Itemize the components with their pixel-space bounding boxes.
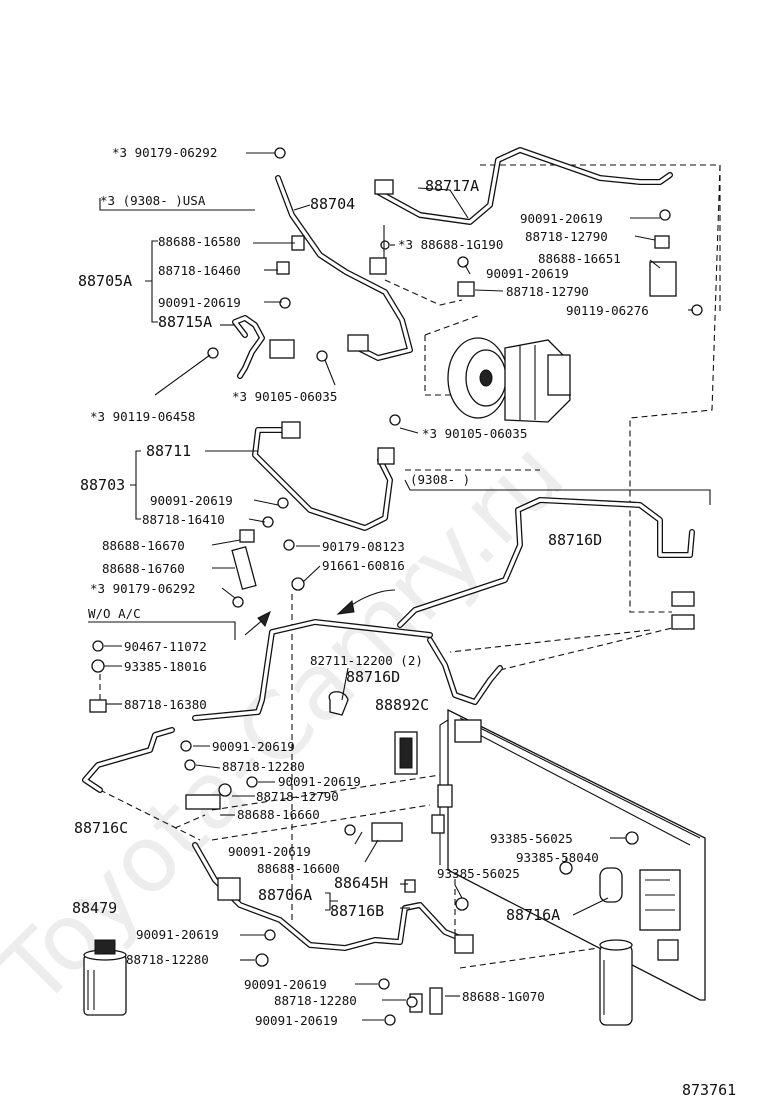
part-88704: 88704 bbox=[310, 195, 355, 213]
part-88706a: 88706A bbox=[258, 886, 312, 904]
callout-39: 88688-1G070 bbox=[462, 989, 545, 1004]
fitting-block bbox=[599, 867, 623, 903]
pipes bbox=[82, 147, 695, 951]
pressure-switch-88645h bbox=[404, 879, 416, 893]
callout-40: 90091-20619 bbox=[255, 1013, 338, 1028]
wo-ac-note: W/O A/C bbox=[88, 606, 141, 621]
callout-4: 90091-20619 bbox=[158, 295, 241, 310]
label-brackets bbox=[88, 198, 711, 911]
usa-range-note: *3 (9308- )USA bbox=[100, 193, 206, 208]
callout-21: *3 90179-06292 bbox=[90, 581, 195, 596]
watermark-text: Toyota-Camry.ru bbox=[0, 421, 584, 1026]
receiver-dryer-88479 bbox=[83, 939, 127, 1016]
fitting-block bbox=[671, 591, 695, 607]
part-88479: 88479 bbox=[72, 899, 117, 917]
callout-31: 88688-16600 bbox=[257, 861, 340, 876]
part-88705a: 88705A bbox=[78, 272, 132, 290]
part-88717a: 88717A bbox=[425, 177, 479, 195]
callout-27: 90091-20619 bbox=[278, 774, 361, 789]
callout-2: 88688-16580 bbox=[158, 234, 241, 249]
fitting-block bbox=[654, 235, 670, 249]
callout-32: 93385-56025 bbox=[490, 831, 573, 846]
callout-10: 90091-20619 bbox=[520, 211, 603, 226]
callout-7: *3 88688-1G190 bbox=[398, 237, 503, 252]
callout-36: 88718-12280 bbox=[126, 952, 209, 967]
range-9308-note: (9308- ) bbox=[410, 472, 470, 487]
part-88715a: 88715A bbox=[158, 313, 212, 331]
callout-23: 93385-18016 bbox=[124, 659, 207, 674]
bracket-88688-1g190 bbox=[369, 257, 387, 275]
fitting-block bbox=[671, 614, 695, 630]
part-88892c: 88892C bbox=[375, 696, 429, 714]
fitting-block bbox=[457, 281, 475, 297]
callout-14: *3 90105-06035 bbox=[422, 426, 527, 441]
callout-1: *3 90179-06292 bbox=[112, 145, 217, 160]
bracket-88688-16651 bbox=[649, 261, 677, 297]
callout-16: 88718-16410 bbox=[142, 512, 225, 527]
fitting-88718-16380 bbox=[89, 699, 107, 713]
bracket-88688-16670 bbox=[239, 529, 255, 543]
bracket-88688-16600 bbox=[371, 822, 403, 842]
part-88716d-upper: 88716D bbox=[548, 531, 602, 549]
callout-5: *3 90119-06458 bbox=[90, 409, 195, 424]
fitting-block bbox=[276, 261, 290, 275]
part-88711: 88711 bbox=[146, 442, 191, 460]
part-88716d-lower: 88716D bbox=[346, 668, 400, 686]
part-82711-12200: 82711-12200 (2) bbox=[310, 653, 423, 668]
callout-11: 88718-12790 bbox=[525, 229, 608, 244]
fitting-block bbox=[217, 877, 241, 901]
leader-lines bbox=[104, 152, 693, 1021]
cushion-88892c bbox=[394, 731, 418, 775]
callout-34: 93385-58040 bbox=[516, 850, 599, 865]
clamp-82711 bbox=[328, 691, 349, 716]
callout-22: 90467-11072 bbox=[124, 639, 207, 654]
part-88716c: 88716C bbox=[74, 819, 128, 837]
fitting-block bbox=[269, 339, 295, 359]
fitting-block bbox=[281, 421, 301, 439]
callout-8: 90091-20619 bbox=[486, 266, 569, 281]
callout-6: *3 90105-06035 bbox=[232, 389, 337, 404]
callout-33: 93385-56025 bbox=[437, 866, 520, 881]
condenser bbox=[431, 708, 706, 1001]
fitting-block bbox=[377, 447, 395, 465]
callout-15: 90091-20619 bbox=[150, 493, 233, 508]
callout-3: 88718-16460 bbox=[158, 263, 241, 278]
fitting-block bbox=[454, 934, 474, 954]
callout-19: 88688-16760 bbox=[102, 561, 185, 576]
bracket-88688-1g070 bbox=[429, 987, 443, 1015]
receiver-tank bbox=[599, 939, 633, 1026]
callout-28: 88718-12790 bbox=[256, 789, 339, 804]
direction-arrows bbox=[244, 589, 396, 636]
callout-29: 88688-16660 bbox=[237, 807, 320, 822]
part-88703: 88703 bbox=[80, 476, 125, 494]
labels: *3 90179-06292 *3 (9308- )USA 88704 8871… bbox=[72, 145, 736, 1099]
callout-13: 90119-06276 bbox=[566, 303, 649, 318]
callout-24: 88718-16380 bbox=[124, 697, 207, 712]
callout-9: 88718-12790 bbox=[506, 284, 589, 299]
parts bbox=[83, 147, 706, 1026]
callout-17: 88688-16670 bbox=[102, 538, 185, 553]
callout-38: 88718-12280 bbox=[274, 993, 357, 1008]
callout-25: 90091-20619 bbox=[212, 739, 295, 754]
part-88716b: 88716B bbox=[330, 902, 384, 920]
callout-26: 88718-12280 bbox=[222, 759, 305, 774]
bracket-88688-16760 bbox=[231, 546, 257, 590]
callout-35: 90091-20619 bbox=[136, 927, 219, 942]
bracket-88688-16660 bbox=[185, 794, 221, 810]
callout-30: 90091-20619 bbox=[228, 844, 311, 859]
fitting-block bbox=[347, 334, 369, 352]
part-88716a: 88716A bbox=[506, 906, 560, 924]
callout-37: 90091-20619 bbox=[244, 977, 327, 992]
compressor bbox=[447, 337, 571, 423]
callout-18: 90179-08123 bbox=[322, 539, 405, 554]
fitting-block bbox=[374, 179, 394, 195]
callout-20: 91661-60816 bbox=[322, 558, 405, 573]
diagram-number: 873761 bbox=[682, 1081, 736, 1099]
part-88645h: 88645H bbox=[334, 874, 388, 892]
callout-12: 88688-16651 bbox=[538, 251, 621, 266]
